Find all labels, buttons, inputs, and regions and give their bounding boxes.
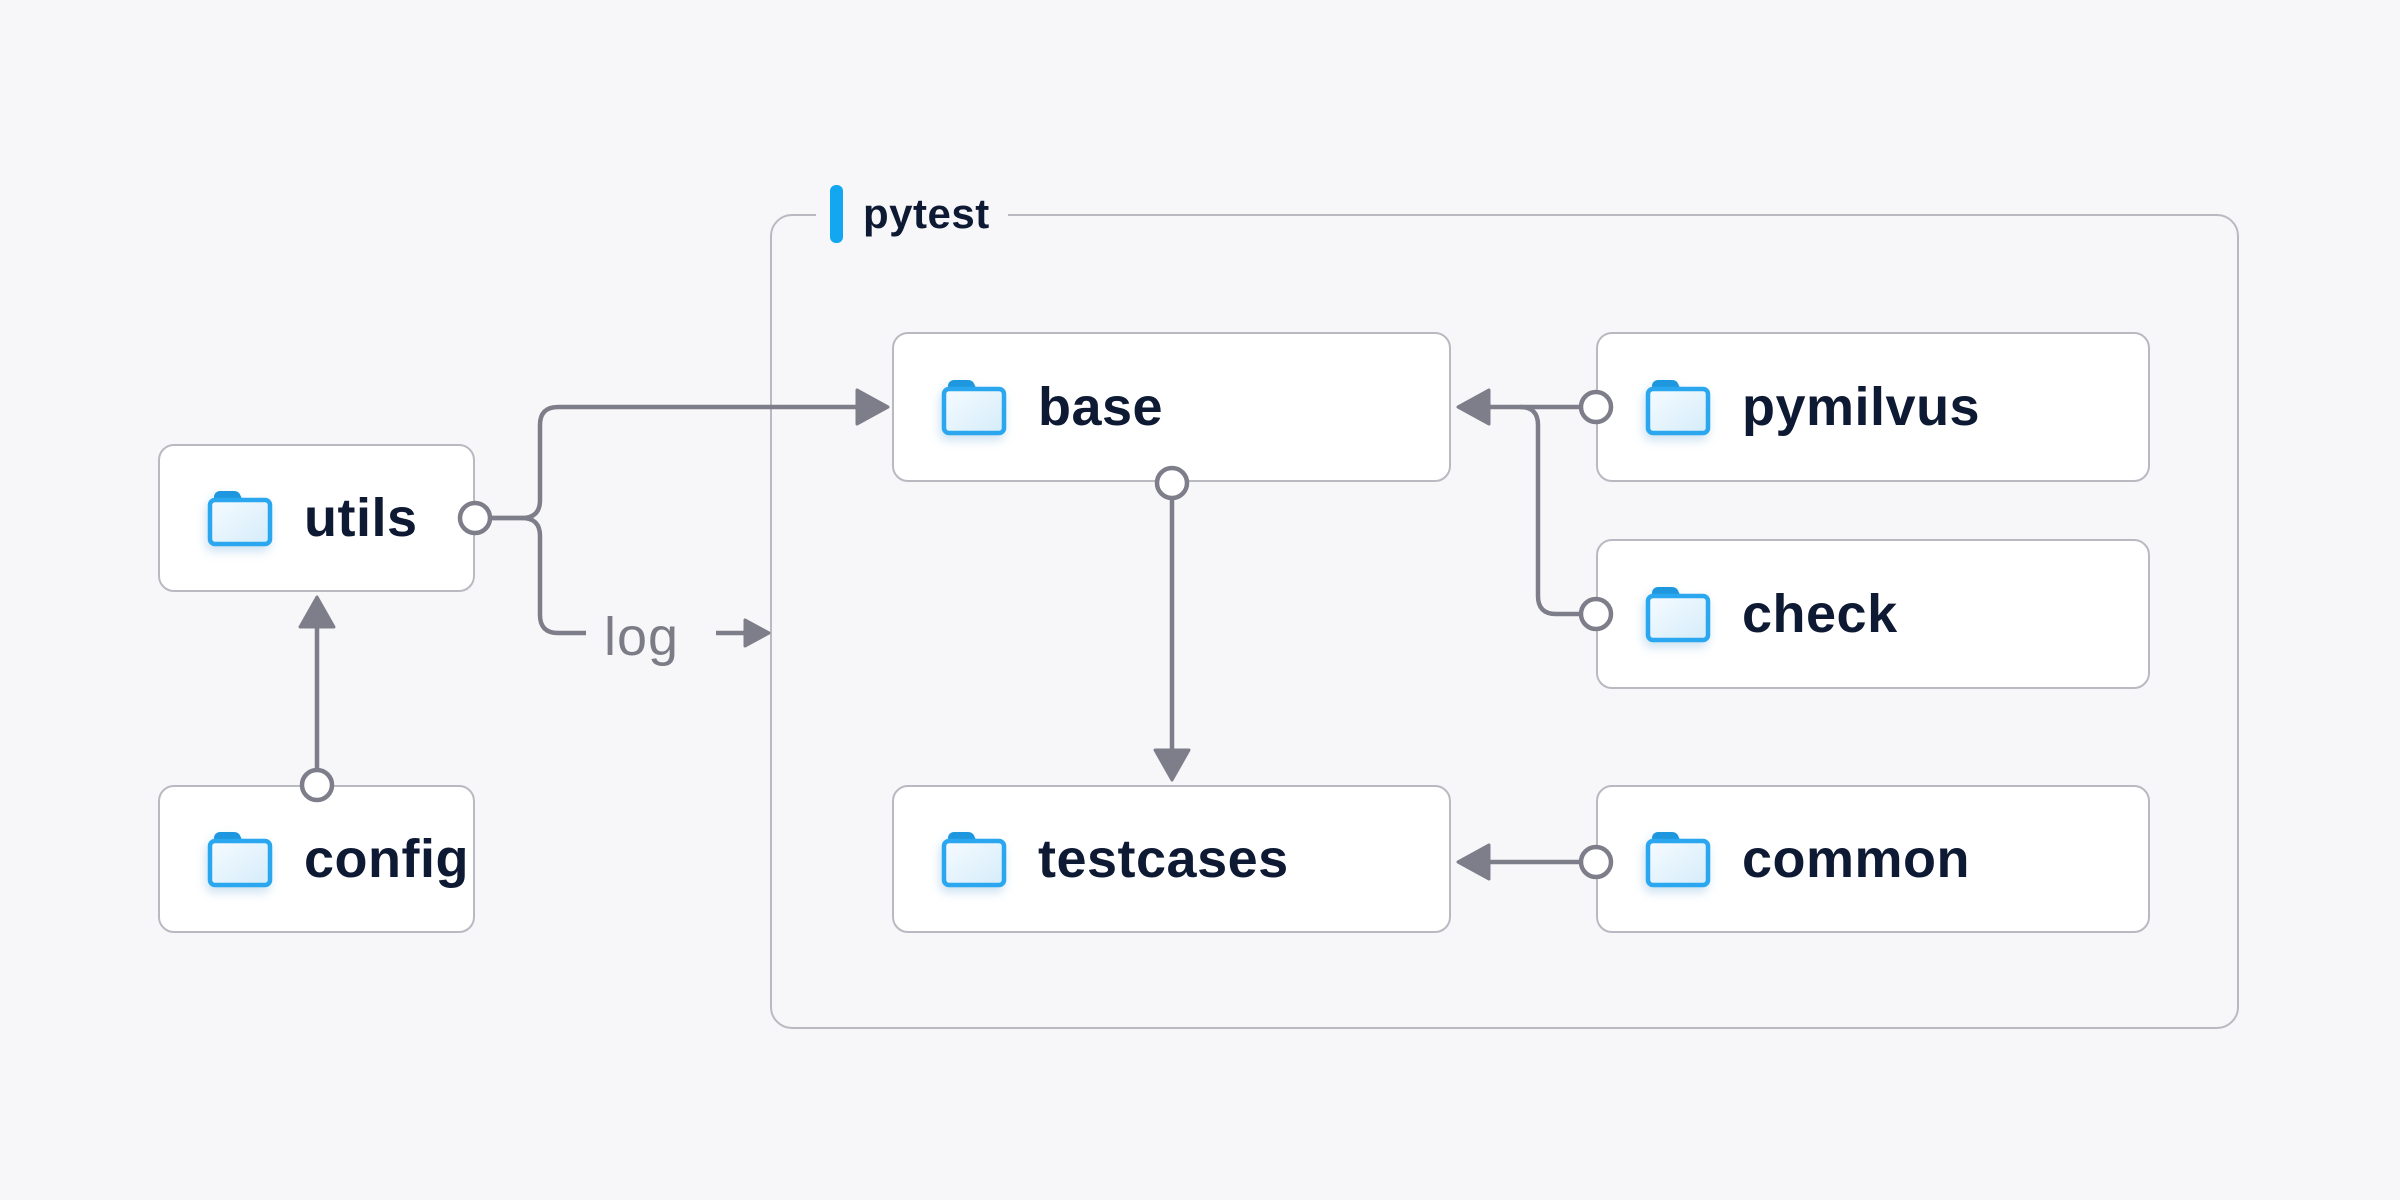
folder-icon [1645,832,1711,888]
folder-icon [1645,587,1711,643]
folder-icon [207,491,273,547]
node-label: testcases [1038,829,1289,889]
node-label: base [1038,377,1164,437]
folder-icon [941,380,1007,436]
node-utils: utils [158,444,475,592]
node-label: utils [304,488,418,548]
node-config: config [158,785,475,933]
pytest-group-label: pytest [816,182,1008,246]
node-check: check [1596,539,2150,689]
accent-bar-icon [830,185,843,243]
arrowhead-log [743,618,771,648]
arrowhead-into-utils [298,595,336,629]
node-base: base [892,332,1451,482]
node-common: common [1596,785,2150,933]
node-label: check [1742,584,1898,644]
node-pymilvus: pymilvus [1596,332,2150,482]
node-label: config [304,829,469,889]
node-testcases: testcases [892,785,1451,933]
folder-icon [1645,380,1711,436]
edge-label-log: log [604,607,680,667]
pytest-group: pytest [770,182,2239,1029]
node-label: common [1742,829,1971,889]
pytest-group-title: pytest [863,190,990,237]
node-label: pymilvus [1742,377,1981,437]
edge-utils-log [490,515,586,636]
folder-icon [207,832,273,888]
folder-icon [941,832,1007,888]
